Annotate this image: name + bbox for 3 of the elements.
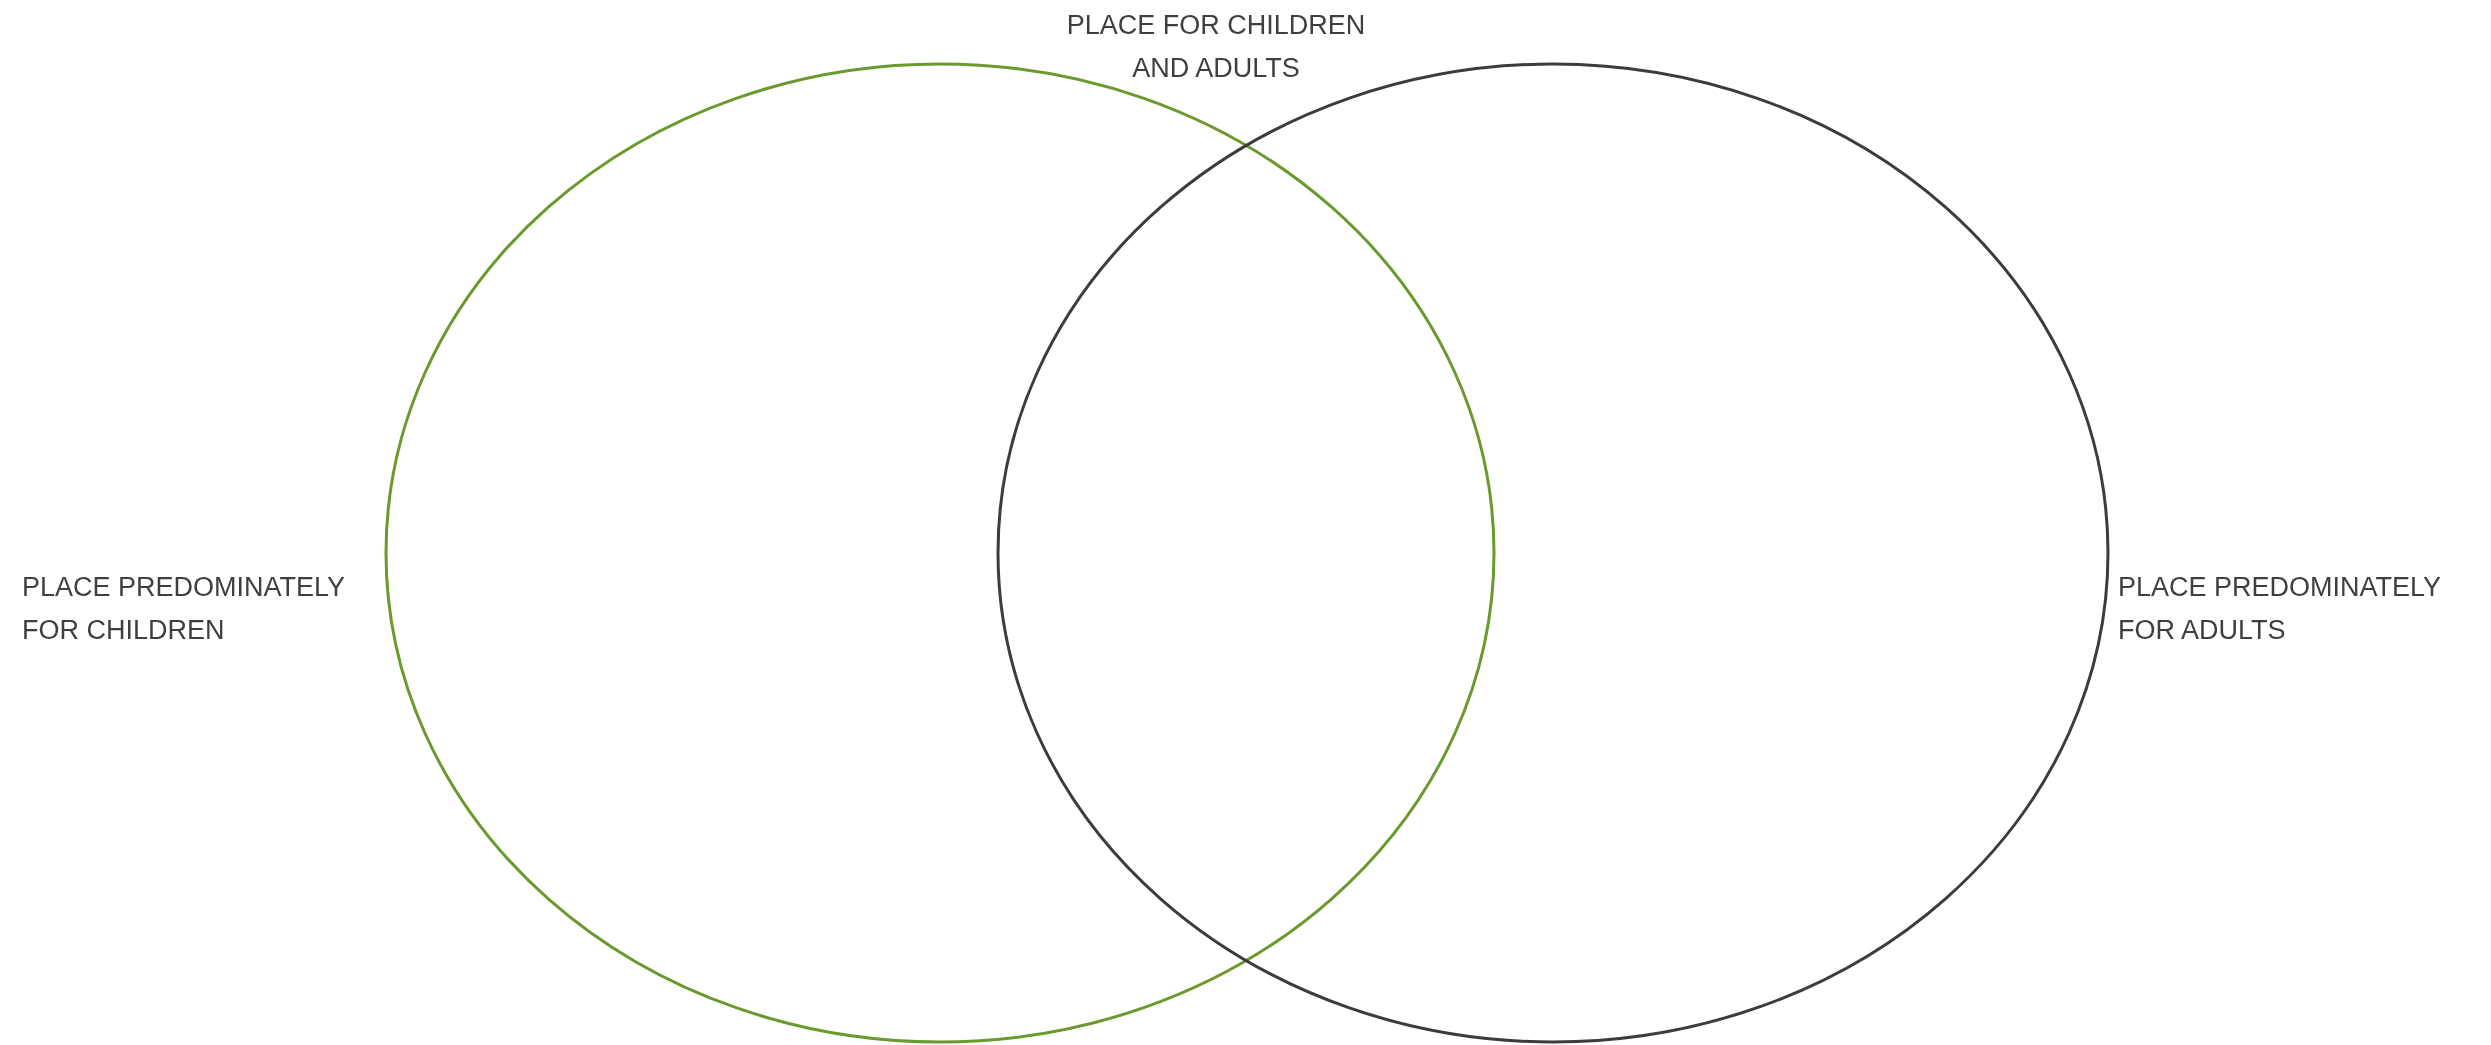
circle-label: PLACE PREDOMINATELY FOR CHILDREN	[22, 571, 346, 647]
overlap-label: PLACE FOR CHILDREN AND ADULTS	[1065, 9, 1367, 85]
circle-label: PLACE PREDOMINATELY FOR ADULTS	[2118, 571, 2442, 647]
